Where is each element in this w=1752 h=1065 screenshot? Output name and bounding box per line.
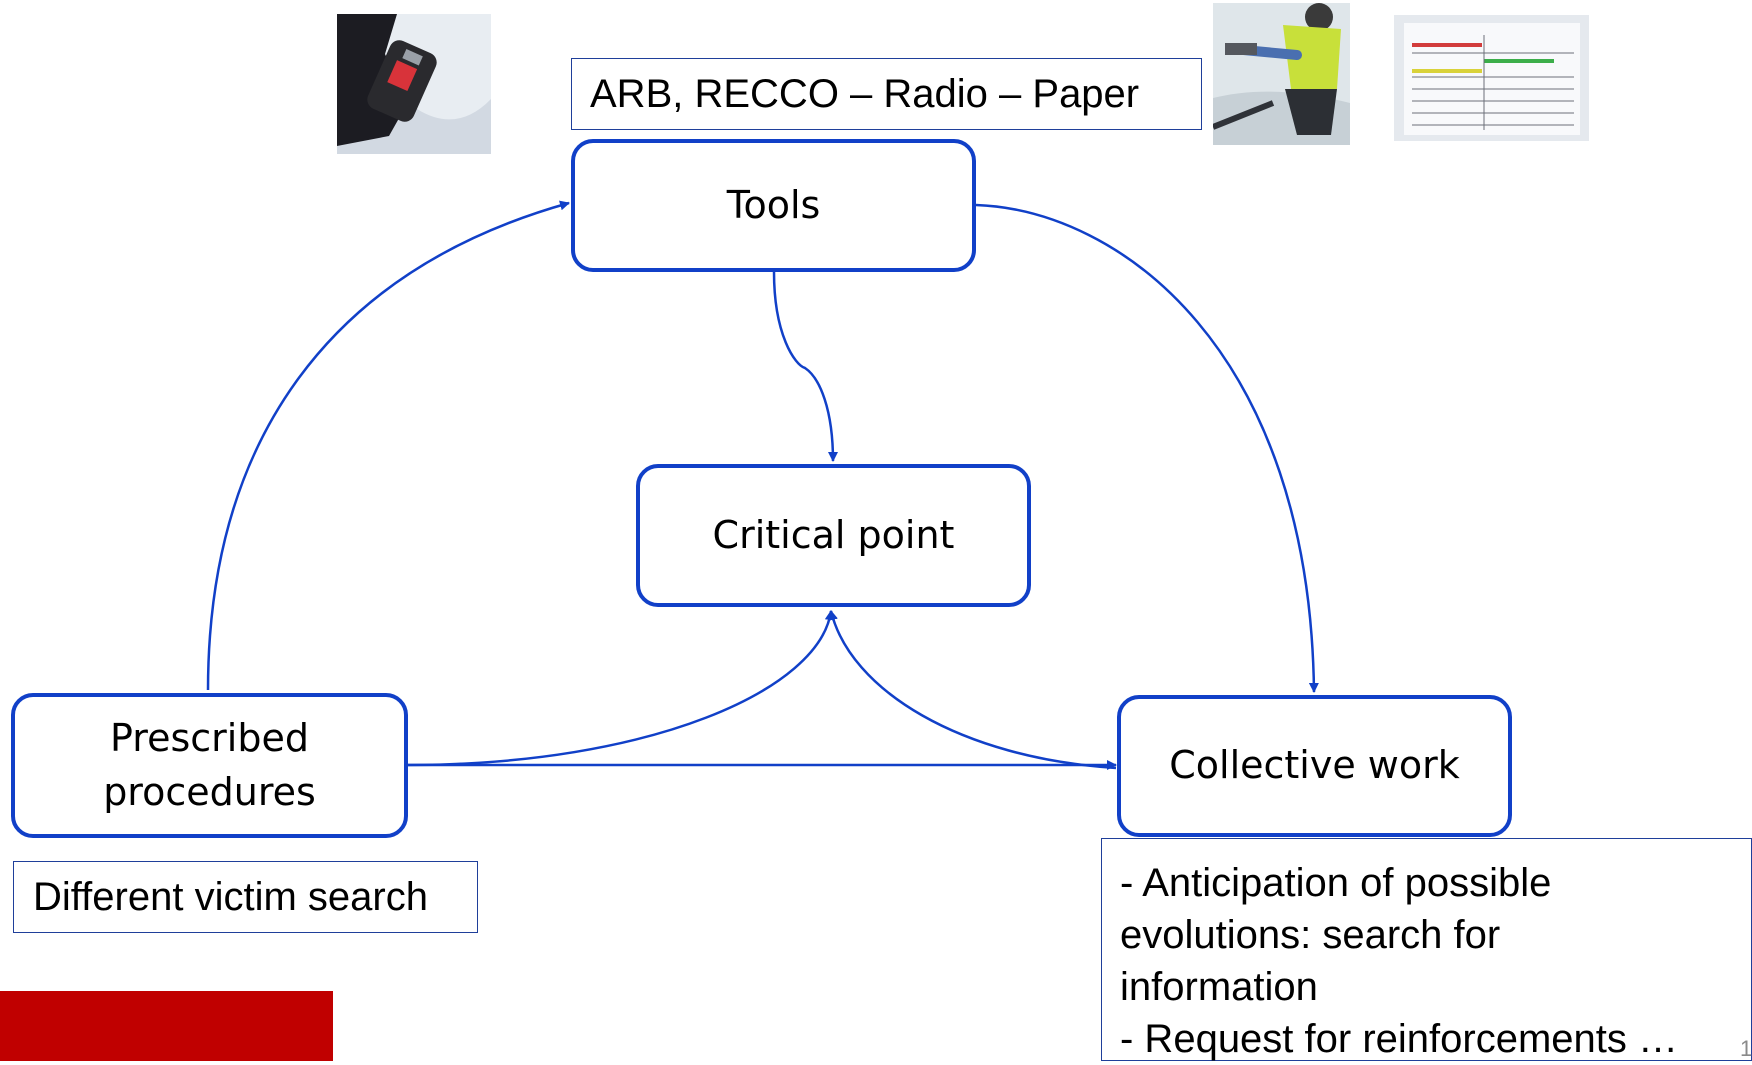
brand-bar [0, 991, 333, 1061]
note-anticipation: - Anticipation of possible evolutions: s… [1120, 861, 1552, 1009]
node-critical-point: Critical point [636, 464, 1031, 607]
edge-procedures-to-tools [206, 200, 570, 691]
edge-collective-work-to-critical-point [828, 610, 1117, 770]
collective-work-notes: - Anticipation of possible evolutions: s… [1101, 838, 1752, 1061]
edge-procedures-to-critical-point [407, 610, 835, 767]
paper-form-photo [1394, 15, 1589, 141]
note-reinforcements: - Request for reinforcements … [1120, 1017, 1678, 1061]
node-collective-work: Collective work [1117, 695, 1512, 837]
procedures-detail-label: Different victim search [13, 861, 478, 933]
tools-detail-label: ARB, RECCO – Radio – Paper [571, 58, 1202, 130]
slide-number: 1 [1740, 1036, 1752, 1061]
node-prescribed-procedures: Prescribed procedures [11, 693, 408, 838]
avalanche-transceiver-photo [337, 14, 491, 154]
edge-tools-to-critical-point [772, 271, 838, 462]
rescuer-photo [1213, 3, 1350, 145]
edge-tools-to-collective-work [975, 203, 1319, 693]
node-tools: Tools [571, 139, 976, 272]
